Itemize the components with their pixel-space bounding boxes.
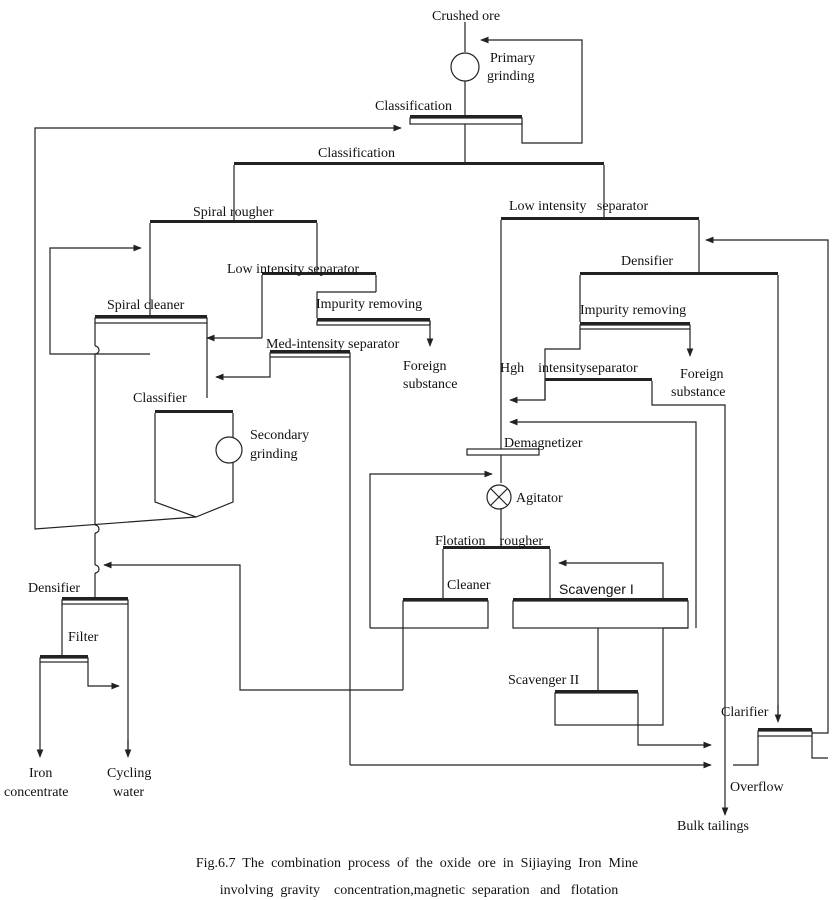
low-intensity-separator-left-label: Low intensity separator bbox=[227, 262, 360, 277]
classifier-vessel bbox=[154, 413, 234, 518]
overflow-label: Overflow bbox=[730, 780, 785, 795]
substance-right-label: substance bbox=[671, 385, 725, 400]
concentrate-label: concentrate bbox=[4, 785, 69, 800]
classifier-return-line bbox=[34, 124, 402, 530]
spiral-cleaner-label: Spiral cleaner bbox=[107, 298, 185, 313]
clarifier-label: Clarifier bbox=[721, 705, 769, 720]
rougher-recycle-line bbox=[49, 244, 150, 355]
densifier-left-unit bbox=[61, 597, 132, 758]
scavenger-2-label: Scavenger II bbox=[508, 673, 579, 688]
water-label: water bbox=[113, 785, 144, 800]
flotation-rougher-label: Flotation rougher bbox=[435, 534, 543, 549]
bulk-tailings-label: Bulk tailings bbox=[677, 819, 749, 834]
demagnetizer-agitator-section bbox=[369, 448, 540, 628]
spiral-rougher-label: Spiral rougher bbox=[193, 205, 274, 220]
filter-unit bbox=[36, 655, 120, 758]
classification-1-unit bbox=[409, 115, 523, 162]
densifier-right-unit bbox=[579, 272, 782, 723]
foreign-right-label: Foreign bbox=[680, 367, 724, 382]
primary-grinding-mill bbox=[450, 52, 480, 82]
demagnetizer-label: Demagnetizer bbox=[504, 436, 583, 451]
cycling-label: Cycling bbox=[107, 766, 151, 781]
caption-line-1: Fig.6.7 The combination process of the o… bbox=[196, 856, 638, 871]
secondary-grinding-mill bbox=[215, 436, 243, 464]
scavenger-2-unit bbox=[554, 628, 712, 749]
classification-2-unit bbox=[233, 162, 605, 220]
primary-grinding-section bbox=[450, 22, 583, 144]
caption-line-2: involving gravity concentration,magnetic… bbox=[220, 883, 619, 898]
clarifier-unit bbox=[733, 728, 828, 766]
spiral-rougher-unit bbox=[149, 220, 318, 315]
spiral-cleaner-unit bbox=[94, 315, 208, 597]
impurity-removing-right-unit bbox=[509, 322, 694, 404]
impurity-removing-left-unit bbox=[316, 318, 434, 347]
classification-2-label: Classification bbox=[318, 146, 395, 161]
cleaner-unit bbox=[103, 561, 489, 691]
classifier-unit bbox=[154, 410, 243, 518]
high-intensity-separator-unit bbox=[509, 378, 726, 765]
low-intensity-separator-left-unit bbox=[206, 272, 377, 342]
classification-1-label: Classification bbox=[375, 99, 452, 114]
secondary-label: Secondary bbox=[250, 428, 309, 443]
densifier-left-label: Densifier bbox=[28, 581, 80, 596]
foreign-left-label: Foreign bbox=[403, 359, 447, 374]
iron-label: Iron bbox=[29, 766, 52, 781]
scavenger-1-unit bbox=[512, 598, 689, 690]
densifier-right-label: Densifier bbox=[621, 254, 673, 269]
crushed-ore-label: Crushed ore bbox=[432, 9, 500, 24]
impurity-removing-left-label: Impurity removing bbox=[316, 297, 422, 312]
scavenger-1-label: Scavenger I bbox=[559, 581, 634, 597]
high-intensity-separator-label: Hgh intensityseparator bbox=[500, 361, 638, 376]
primary-label: Primary bbox=[490, 51, 535, 66]
agitator-label: Agitator bbox=[516, 491, 563, 506]
classifier-label: Classifier bbox=[133, 391, 187, 406]
grinding-label: grinding bbox=[487, 69, 534, 84]
filter-label: Filter bbox=[68, 630, 99, 645]
low-intensity-separator-right-unit bbox=[500, 217, 700, 450]
low-intensity-separator-right-label: Low intensity separator bbox=[509, 199, 649, 214]
cleaner-label: Cleaner bbox=[447, 578, 491, 593]
med-intensity-separator-unit bbox=[215, 350, 712, 769]
secondary-grinding-label: grinding bbox=[250, 447, 297, 462]
impurity-removing-right-label: Impurity removing bbox=[580, 303, 686, 318]
med-intensity-separator-label: Med-intensity separator bbox=[266, 337, 400, 352]
demagnetizer bbox=[466, 448, 540, 456]
substance-left-label: substance bbox=[403, 377, 457, 392]
clarifier-return-line bbox=[705, 236, 829, 734]
